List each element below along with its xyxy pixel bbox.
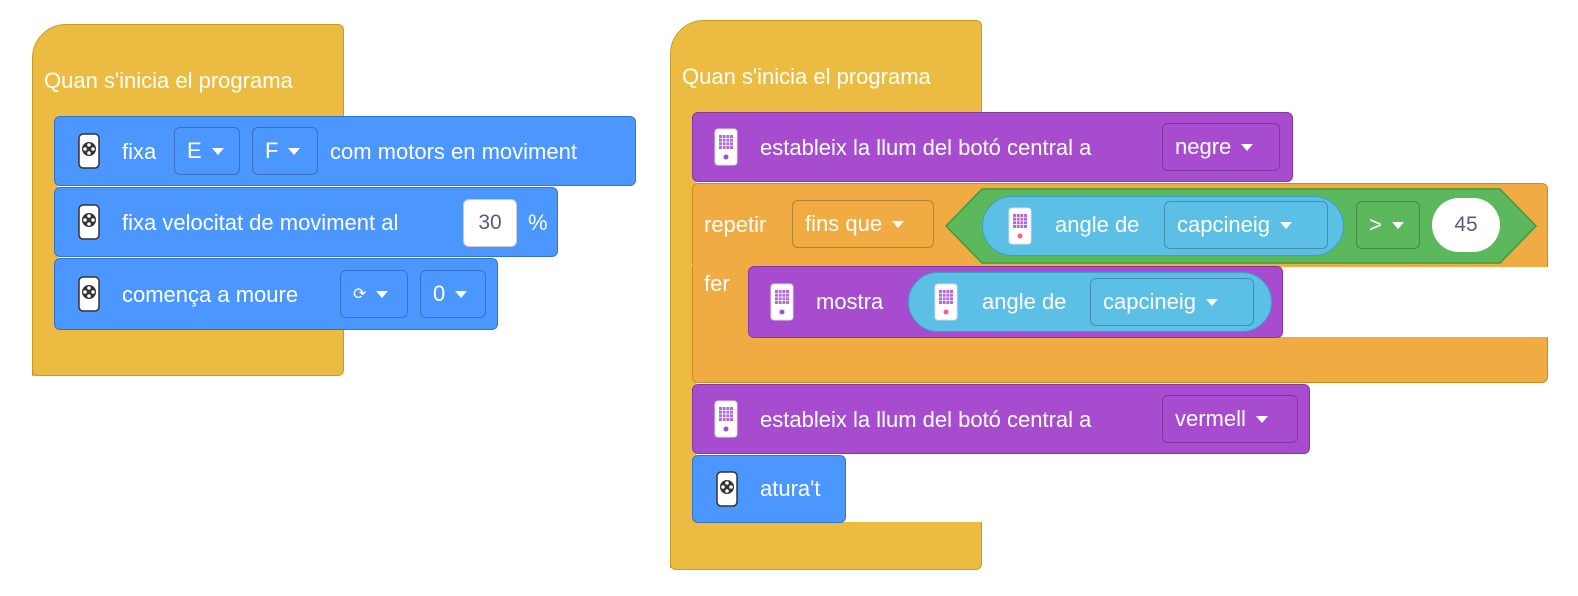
- set-light-label: estableix la llum del botó central a: [760, 135, 1092, 160]
- start-moving-label: comença a moure: [122, 282, 299, 307]
- show-label: mostra: [816, 289, 884, 314]
- threshold-input[interactable]: 45: [1432, 198, 1500, 252]
- hub-icon: [1008, 207, 1032, 245]
- direction-dropdown[interactable]: ⟳: [340, 270, 408, 318]
- motor-port-b-value: F: [265, 138, 279, 163]
- chevron-down-icon: [211, 147, 224, 155]
- steering-value: 0: [433, 281, 446, 306]
- stack-rail: [670, 108, 696, 568]
- angle-axis-value: capcineig: [1103, 289, 1196, 314]
- hat-label: Quan s'inicia el programa: [682, 64, 931, 89]
- angle-axis-dropdown[interactable]: capcineig: [1090, 278, 1254, 326]
- chevron-down-icon: [1279, 221, 1292, 229]
- speed-unit: %: [528, 210, 548, 235]
- motor-port-a-value: E: [187, 138, 202, 163]
- motor-pair-icon: [78, 133, 100, 169]
- repeat-inner-rail: [692, 266, 750, 338]
- chevron-down-icon: [1255, 415, 1268, 423]
- angle-axis-value: capcineig: [1177, 212, 1270, 237]
- script-1: Quan s'inicia el programa fixa E F com m…: [0, 0, 650, 400]
- chevron-down-icon: [376, 290, 389, 298]
- motor-port-a-dropdown[interactable]: E: [174, 127, 240, 175]
- angle-label: angle de: [982, 289, 1067, 314]
- hub-icon: [714, 128, 738, 166]
- steering-dropdown[interactable]: 0: [420, 270, 486, 318]
- chevron-down-icon: [1205, 298, 1218, 306]
- comparison-operator-dropdown[interactable]: >: [1356, 201, 1420, 249]
- repeat-mode-dropdown[interactable]: fins que: [792, 200, 934, 248]
- set-speed-label: fixa velocitat de moviment al: [122, 210, 399, 235]
- repeat-footer: [692, 337, 1548, 383]
- set-motors-suffix: com motors en moviment: [330, 139, 577, 164]
- hat-label: Quan s'inicia el programa: [44, 68, 293, 93]
- set-motors-block[interactable]: [54, 116, 636, 186]
- set-motors-label: fixa: [122, 139, 157, 164]
- motor-port-b-dropdown[interactable]: F: [252, 127, 318, 175]
- when-program-starts-hat[interactable]: [32, 24, 344, 122]
- set-light-label: estableix la llum del botó central a: [760, 407, 1092, 432]
- direction-symbol: ⟳: [353, 286, 367, 303]
- stop-label: atura't: [760, 476, 821, 501]
- light-color-value: vermell: [1175, 406, 1246, 431]
- chevron-down-icon: [1391, 221, 1404, 229]
- when-program-starts-hat[interactable]: [670, 20, 982, 118]
- chevron-down-icon: [288, 147, 301, 155]
- hub-icon: [934, 283, 958, 321]
- chevron-down-icon: [455, 290, 468, 298]
- comparison-operator-value: >: [1369, 212, 1382, 237]
- motor-pair-icon: [78, 204, 100, 240]
- do-label: fer: [704, 271, 730, 296]
- angle-axis-dropdown[interactable]: capcineig: [1164, 201, 1328, 249]
- angle-label: angle de: [1055, 212, 1140, 237]
- repeat-label: repetir: [704, 212, 767, 237]
- hub-icon: [770, 283, 794, 321]
- light-color-value: negre: [1175, 134, 1232, 159]
- motor-pair-icon: [716, 471, 738, 507]
- light-color-dropdown[interactable]: negre: [1162, 123, 1280, 171]
- repeat-mode-value: fins que: [805, 211, 883, 236]
- speed-input[interactable]: 30: [463, 199, 517, 247]
- motor-pair-icon: [78, 276, 100, 312]
- light-color-dropdown[interactable]: vermell: [1162, 395, 1298, 443]
- hub-icon: [714, 400, 738, 438]
- chevron-down-icon: [1241, 143, 1254, 151]
- chevron-down-icon: [892, 220, 905, 228]
- stack-foot: [32, 330, 344, 376]
- stack-foot: [670, 522, 982, 570]
